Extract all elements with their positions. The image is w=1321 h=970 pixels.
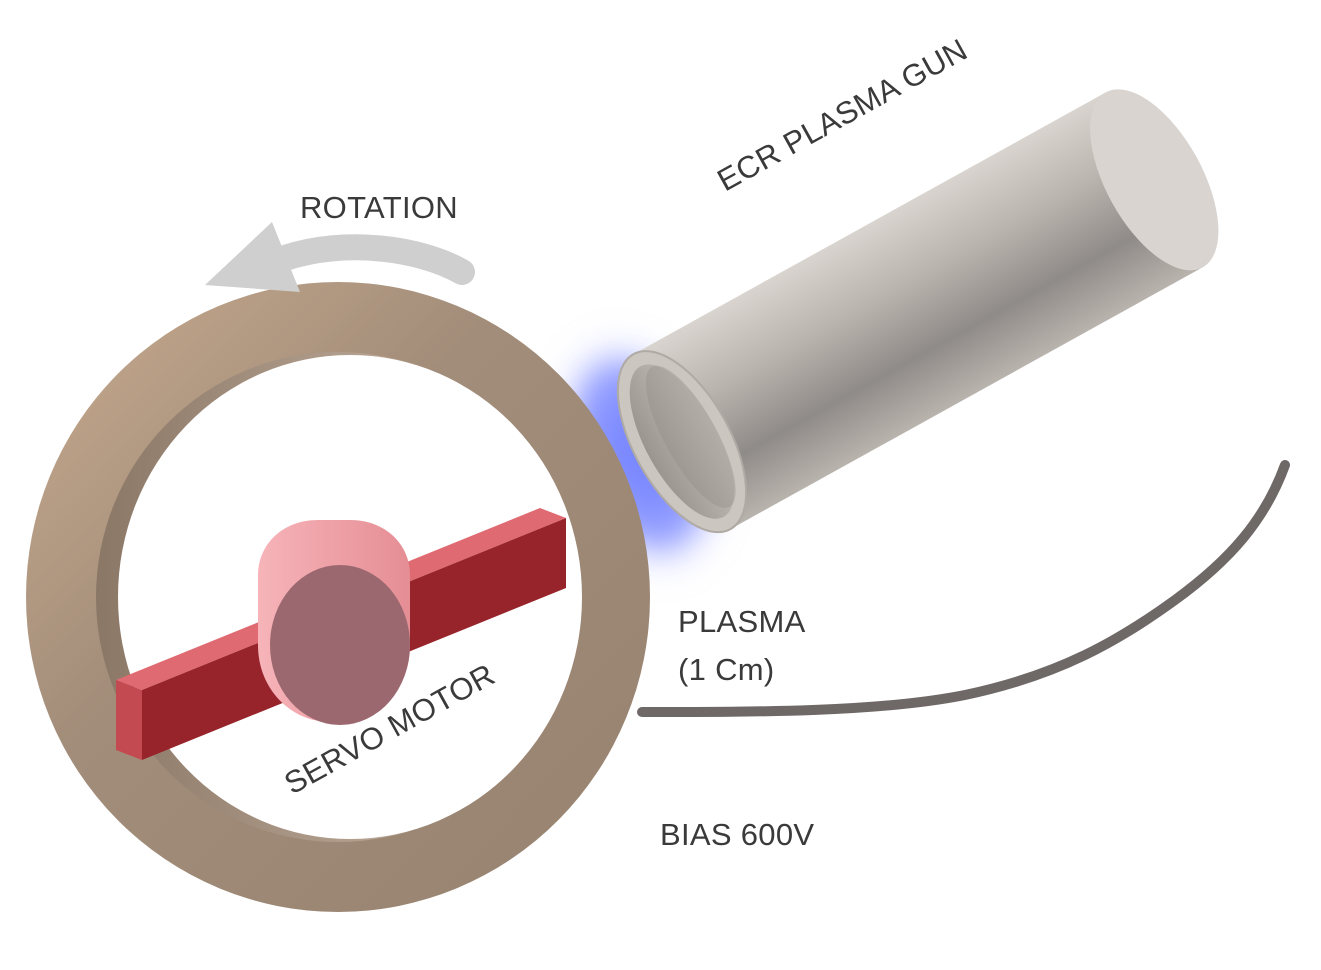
plasma-size-label: (1 Cm): [678, 652, 775, 687]
servo-hub: [258, 520, 410, 725]
rotation-arrow-icon: [205, 222, 475, 292]
bias-label: BIAS 600V: [660, 817, 814, 852]
gun-label: ECR PLASMA GUN: [711, 32, 973, 198]
rotation-label: ROTATION: [300, 190, 458, 225]
plasma-label: PLASMA: [678, 604, 806, 639]
bias-cable: [637, 460, 1290, 717]
plasma-gun: [616, 89, 1219, 534]
